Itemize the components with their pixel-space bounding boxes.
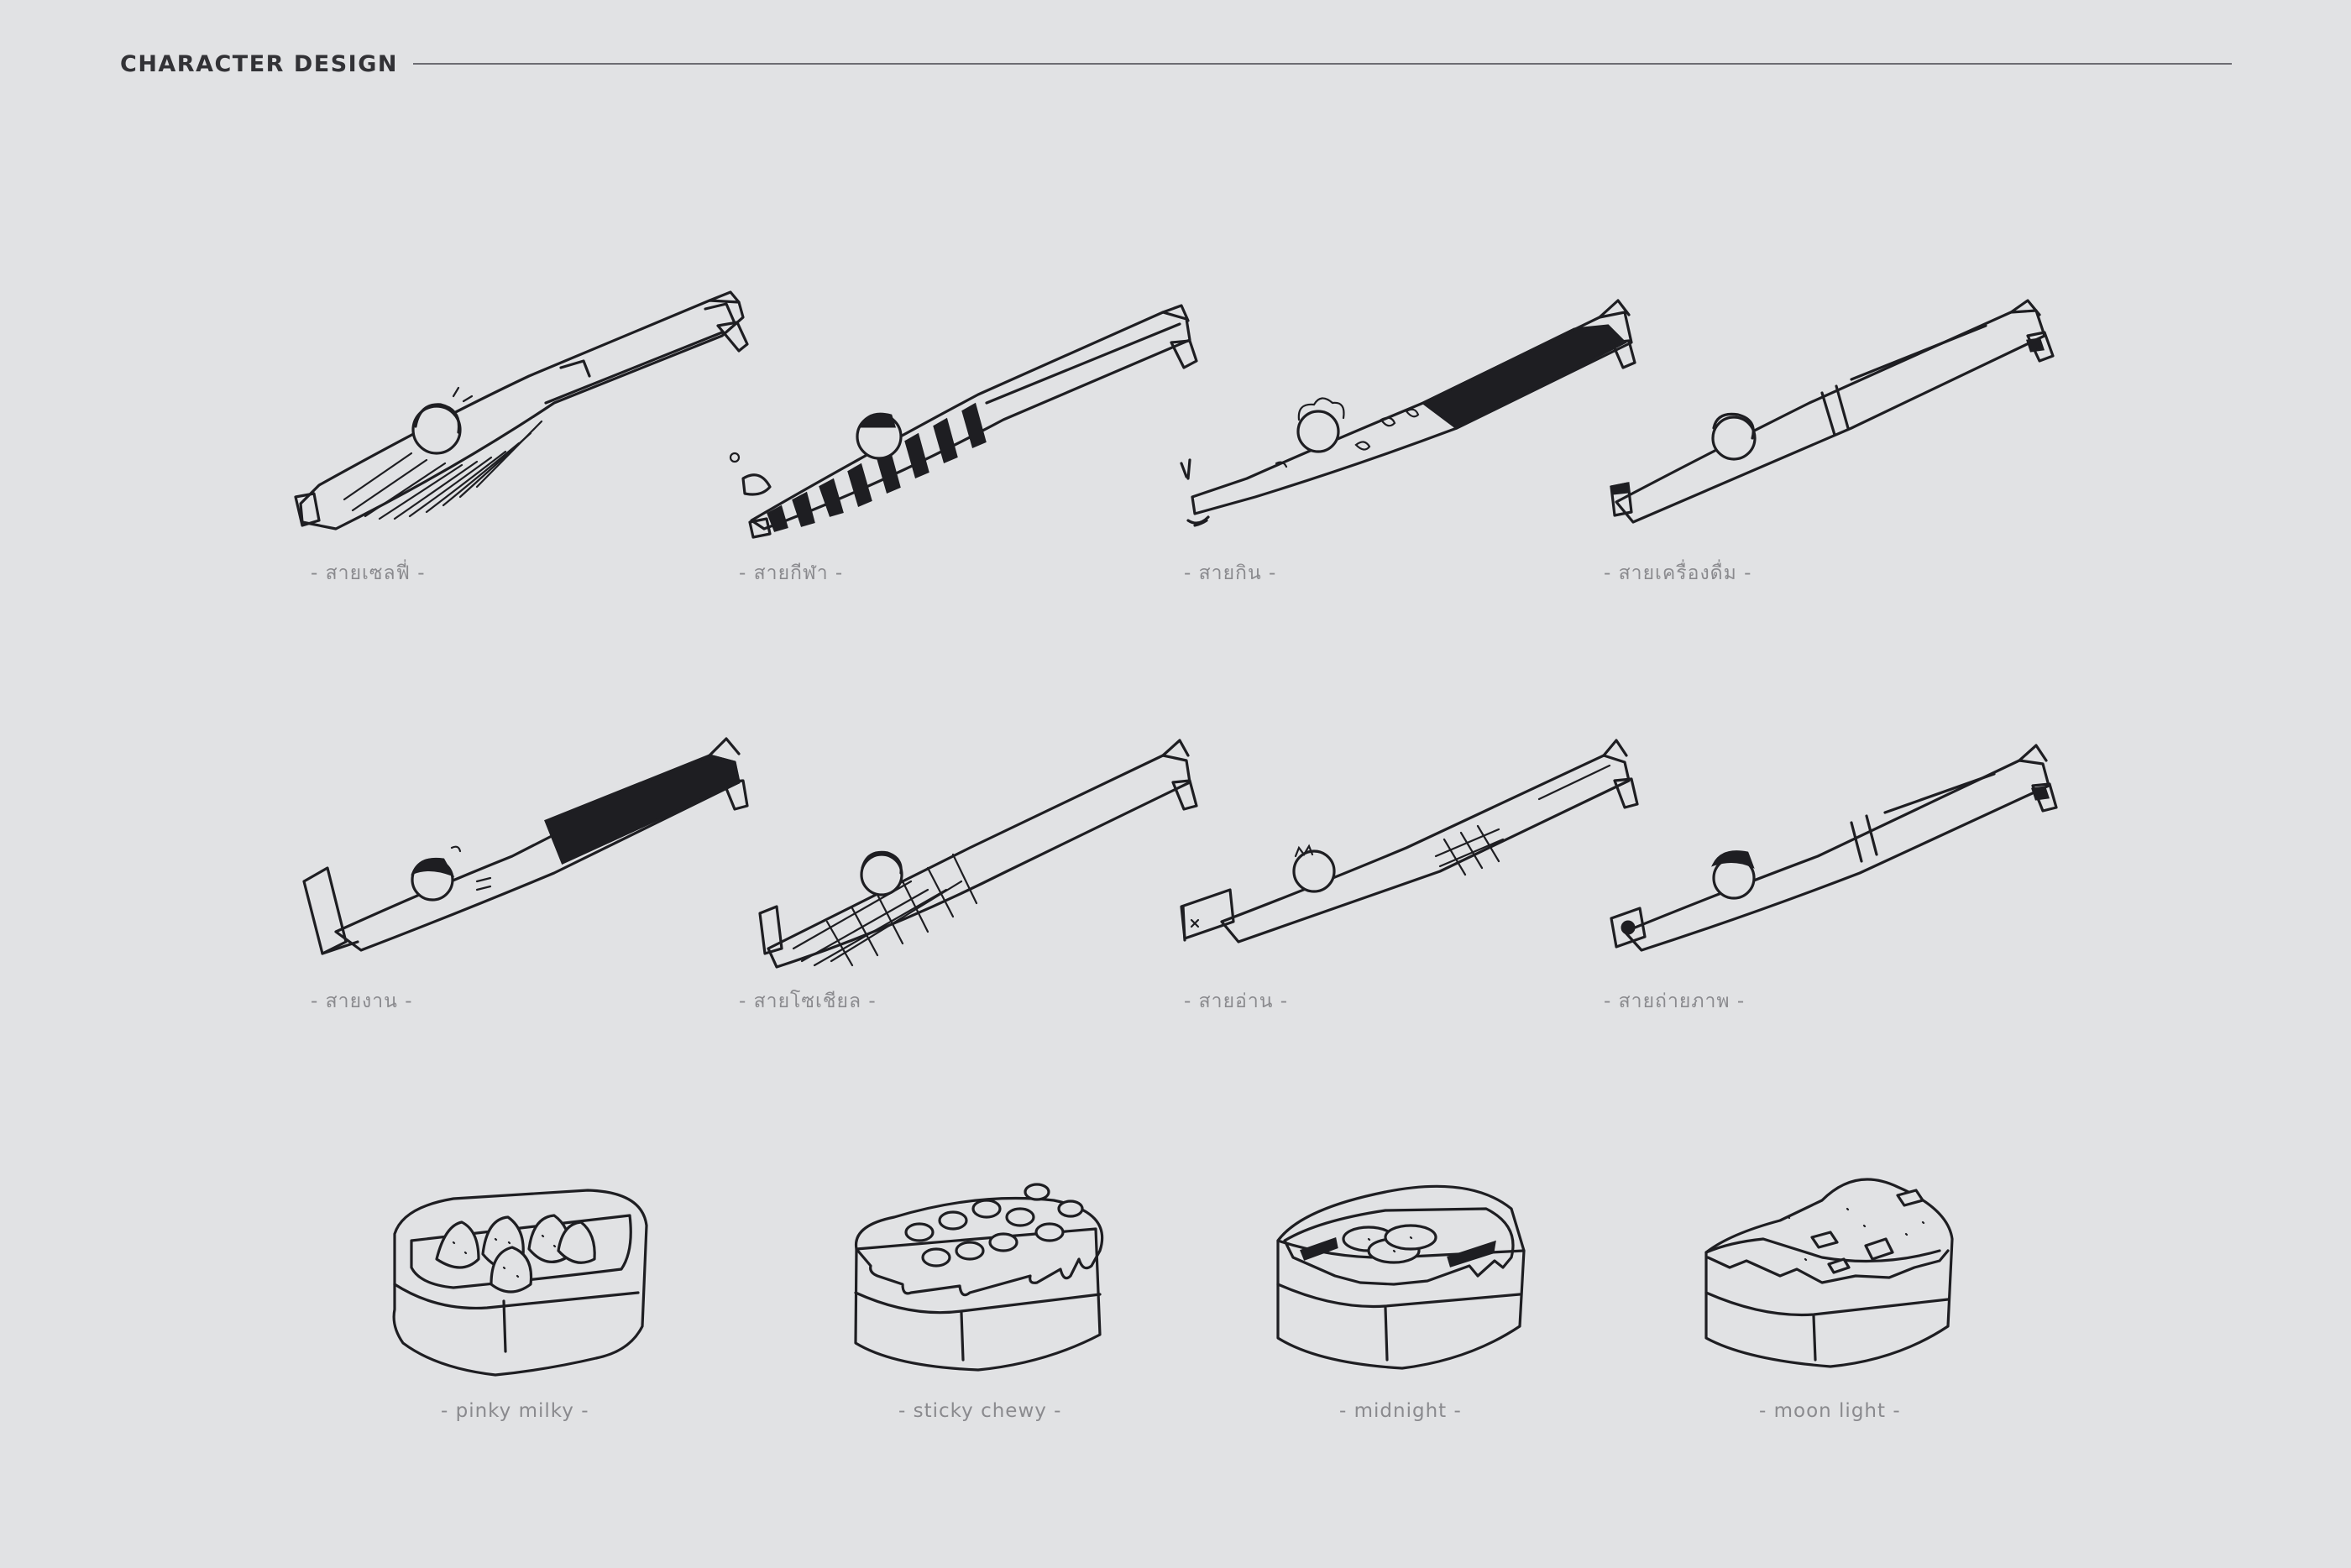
character-selfie: - สายเซลฟี่ - [285, 277, 756, 584]
caption-moon-light: - moon light - [1759, 1400, 1901, 1422]
character-social: - สายโซเชียล - [726, 722, 1198, 1012]
eat-character-illustration [1180, 299, 1636, 527]
caption-drink: - สายเครื่องดื่ม - [1604, 562, 1752, 584]
dessert-sticky-chewy: - sticky chewy - [844, 1158, 1121, 1427]
caption-sport: - สายกีฬา - [739, 562, 844, 584]
character-work: - สายงาน - [285, 722, 756, 1012]
character-sport: - สายกีฬา - [726, 277, 1198, 584]
caption-pinky-milky: - pinky milky - [441, 1400, 589, 1422]
header-rule [412, 63, 2232, 65]
sport-character-illustration [729, 304, 1198, 539]
work-character-illustration [302, 737, 749, 955]
selfie-character-illustration [294, 290, 749, 531]
caption-eat: - สายกิน - [1184, 562, 1277, 584]
caption-social: - สายโซเชียล - [739, 990, 877, 1012]
character-drink: - สายเครื่องดื่ม - [1600, 277, 2070, 584]
character-eat: - สายกิน - [1171, 277, 1642, 584]
dessert-moon-light: - moon light - [1696, 1158, 1973, 1427]
section-header: CHARACTER DESIGN [120, 47, 2232, 81]
caption-work: - สายงาน - [311, 990, 413, 1012]
caption-read: - สายอ่าน - [1184, 990, 1289, 1012]
caption-selfie: - สายเซลฟี่ - [311, 562, 426, 584]
midnight-illustration [1276, 1184, 1526, 1370]
photo-character-illustration [1610, 744, 2058, 952]
dessert-midnight: - midnight - [1268, 1158, 1545, 1427]
character-read: - สายอ่าน - [1171, 722, 1642, 1012]
sticky-chewy-illustration [854, 1183, 1104, 1372]
character-photo: - สายถ่ายภาพ - [1600, 722, 2070, 1012]
caption-midnight: - midnight - [1339, 1400, 1462, 1422]
moon-light-illustration [1704, 1178, 1954, 1368]
dessert-pinky-milky: - pinky milky - [386, 1158, 663, 1427]
drink-character-illustration [1610, 299, 2055, 524]
section-title: CHARACTER DESIGN [120, 50, 398, 77]
caption-sticky-chewy: - sticky chewy - [898, 1400, 1062, 1422]
pinky-milky-illustration [392, 1189, 648, 1377]
read-character-illustration [1180, 739, 1639, 943]
caption-photo: - สายถ่ายภาพ - [1604, 990, 1746, 1012]
social-character-illustration [758, 739, 1198, 969]
